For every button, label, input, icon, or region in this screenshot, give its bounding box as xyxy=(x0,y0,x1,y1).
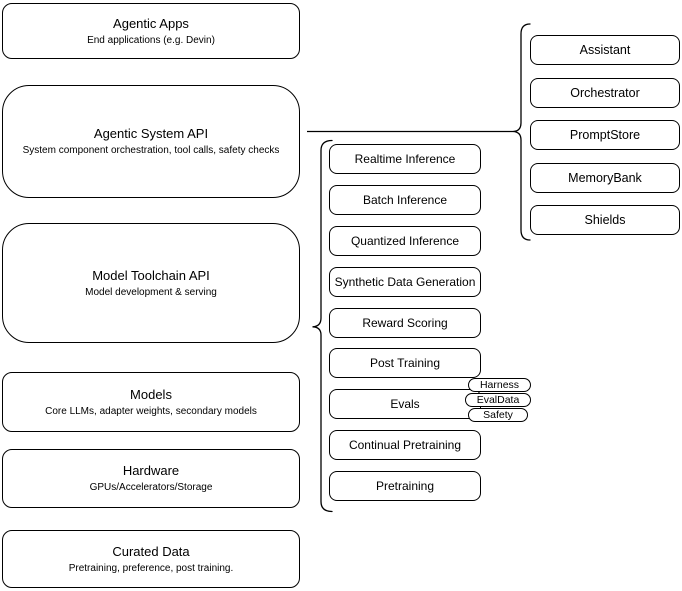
node-hardware: Hardware GPUs/Accelerators/Storage xyxy=(2,449,300,508)
node-curated-data: Curated Data Pretraining, preference, po… xyxy=(2,530,300,588)
node-model-toolchain-api: Model Toolchain API Model development & … xyxy=(2,223,300,343)
system-component-list: Assistant Orchestrator PromptStore Memor… xyxy=(530,35,680,235)
node-promptstore: PromptStore xyxy=(530,120,680,150)
node-memorybank: MemoryBank xyxy=(530,162,680,193)
node-subtitle: Pretraining, preference, post training. xyxy=(68,562,234,574)
node-evals: Evals xyxy=(329,389,481,420)
node-title: Agentic System API xyxy=(93,126,209,141)
node-synthetic-data-generation: Synthetic Data Generation xyxy=(329,266,481,297)
node-title: Agentic Apps xyxy=(113,15,189,31)
node-agentic-apps: Agentic Apps End applications (e.g. Devi… xyxy=(2,3,300,59)
node-orchestrator: Orchestrator xyxy=(530,77,680,108)
node-title: Curated Data xyxy=(112,543,190,559)
node-reward-scoring: Reward Scoring xyxy=(329,307,481,338)
badge-evaldata: EvalData xyxy=(465,392,531,407)
node-subtitle: System component orchestration, tool cal… xyxy=(22,145,280,156)
components-brace xyxy=(512,23,531,241)
node-assistant: Assistant xyxy=(530,35,680,65)
node-post-training: Post Training xyxy=(329,348,481,379)
toolchain-item-list: Realtime Inference Batch Inference Quant… xyxy=(329,144,481,502)
node-subtitle: End applications (e.g. Devin) xyxy=(87,34,215,46)
node-realtime-inference: Realtime Inference xyxy=(329,144,481,174)
node-models: Models Core LLMs, adapter weights, secon… xyxy=(2,372,300,432)
node-title: Models xyxy=(130,386,172,402)
node-subtitle: GPUs/Accelerators/Storage xyxy=(89,482,213,493)
node-subtitle: Model development & serving xyxy=(85,286,217,298)
node-shields: Shields xyxy=(530,205,680,235)
node-title: Hardware xyxy=(122,463,180,478)
node-agentic-system-api: Agentic System API System component orch… xyxy=(2,85,300,198)
toolchain-brace xyxy=(312,139,333,513)
node-title: Model Toolchain API xyxy=(92,267,210,283)
node-subtitle: Core LLMs, adapter weights, secondary mo… xyxy=(45,405,257,417)
badge-harness: Harness xyxy=(468,377,531,392)
node-continual-pretraining: Continual Pretraining xyxy=(329,430,481,461)
node-quantized-inference: Quantized Inference xyxy=(329,225,481,256)
node-batch-inference: Batch Inference xyxy=(329,184,481,215)
node-pretraining: Pretraining xyxy=(329,471,481,502)
badge-safety: Safety xyxy=(468,407,528,422)
